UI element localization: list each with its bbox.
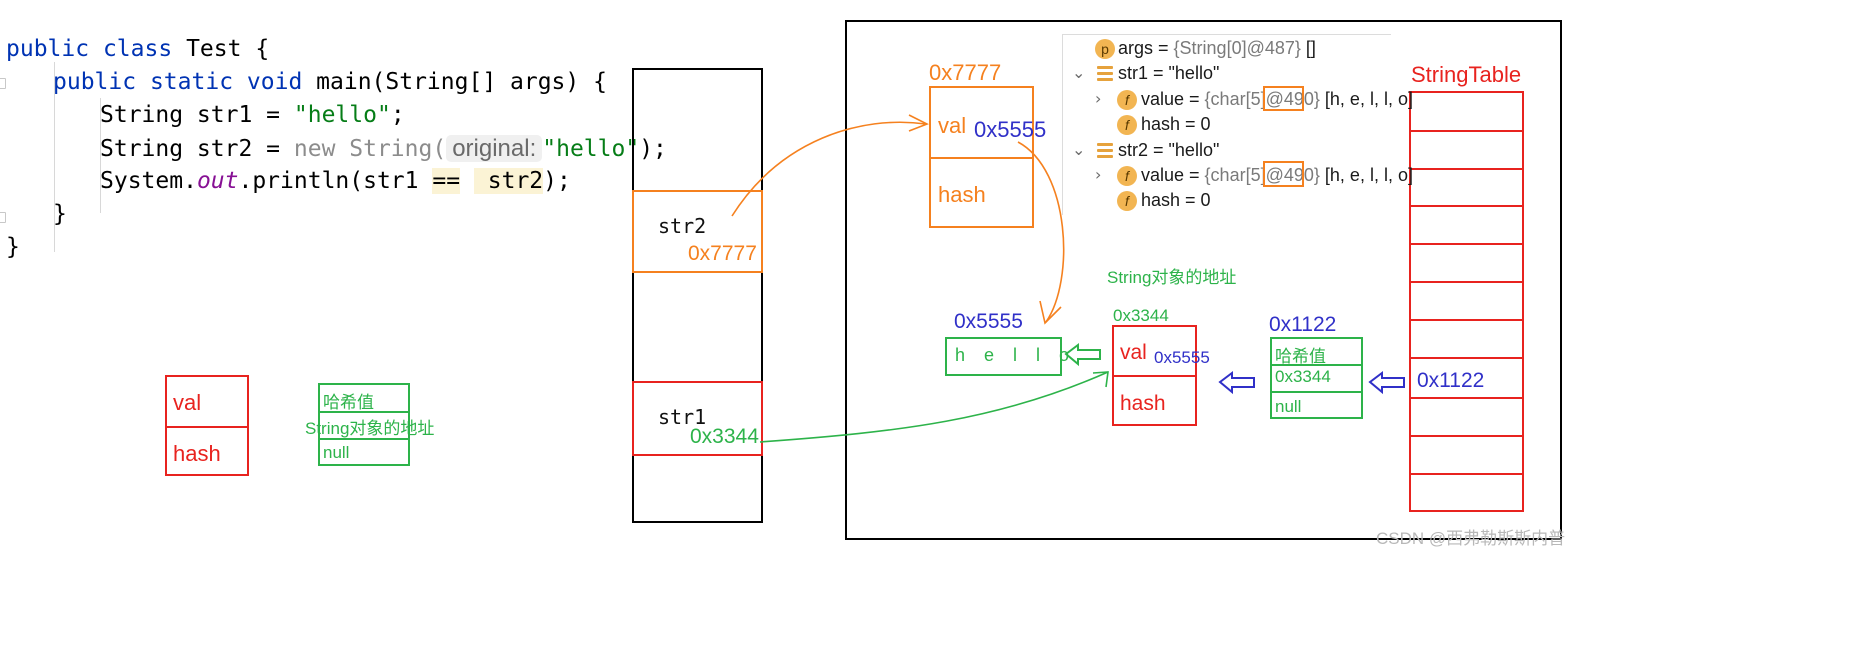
collapse-chevron-icon[interactable]: ⌄ xyxy=(1072,63,1086,82)
obj7777-hash-label: hash xyxy=(938,182,986,207)
obj7777-box xyxy=(929,86,1034,228)
char-array-addr: 0x5555 xyxy=(954,310,1023,333)
fold-marker-icon[interactable] xyxy=(0,78,6,89)
stack-slot-str2 xyxy=(632,190,763,273)
entry-addr: 0x1122 xyxy=(1269,313,1337,336)
parameter-icon: p xyxy=(1095,39,1115,59)
field-icon: f xyxy=(1117,90,1137,110)
collapse-chevron-icon[interactable]: ⌄ xyxy=(1072,140,1086,159)
stack-str2-addr: 0x7777 xyxy=(688,242,757,265)
arrow-val-to-array xyxy=(1017,141,1065,323)
entry-box xyxy=(1270,337,1363,419)
debug-row-str2-hash[interactable]: hash = 0 xyxy=(1141,190,1211,210)
parameter-hint: original: xyxy=(446,135,543,162)
field-icon: f xyxy=(1117,191,1137,211)
code-line-2: public static void main(String[] args) { xyxy=(53,69,607,95)
stack-str1-name: str1 xyxy=(658,405,707,429)
legend-string-addr-label: String对象的地址 xyxy=(305,419,435,438)
char-array-box xyxy=(945,337,1062,376)
legend-val-label: val xyxy=(173,390,202,415)
expand-chevron-icon[interactable]: › xyxy=(1095,165,1102,184)
obj7777-val-label: val xyxy=(938,113,967,138)
obj7777-addr: 0x7777 xyxy=(929,60,1002,85)
arrowhead-str2-to-obj7777 xyxy=(908,114,929,132)
stack-frame xyxy=(632,68,763,523)
legend-entry xyxy=(318,383,410,466)
legend-string-object xyxy=(165,375,249,476)
code-line-5: System.out.println(str1 == str2); xyxy=(100,168,571,194)
debug-row-str1-hash[interactable]: hash = 0 xyxy=(1141,114,1211,134)
indent-guide xyxy=(100,98,101,213)
highlight-id-490 xyxy=(1263,86,1304,111)
stack-str2-name: str2 xyxy=(658,214,707,238)
obj3344-addr: 0x3344 xyxy=(1113,306,1169,325)
debug-row-str2[interactable]: str2 = "hello" xyxy=(1118,140,1220,160)
arrow-str1-to-obj3344 xyxy=(759,371,1109,443)
heap-frame xyxy=(845,20,1562,540)
obj3344-val-ref: 0x5555 xyxy=(1154,348,1210,367)
string-table xyxy=(1409,91,1524,512)
code-line-6: } xyxy=(53,201,67,227)
entry-next-label: null xyxy=(1275,397,1302,416)
object-field-icon xyxy=(1097,66,1113,82)
stack-str1-addr: 0x3344 xyxy=(690,425,759,448)
field-icon: f xyxy=(1117,115,1137,135)
fold-marker-icon[interactable] xyxy=(0,212,6,223)
field-icon: f xyxy=(1117,166,1137,186)
hollow-arrow-to-array xyxy=(1064,343,1101,367)
arrowhead-str1-to-obj3344 xyxy=(1092,371,1109,388)
debug-row-str1-value[interactable]: value = {char[5]@490} [h, e, l, l, o] xyxy=(1141,89,1413,109)
string-table-title: StringTable xyxy=(1411,62,1522,87)
string-table-slot-ref: 0x1122 xyxy=(1417,369,1485,392)
hollow-arrow-to-obj3344 xyxy=(1218,371,1255,395)
obj7777-val-ref: 0x5555 xyxy=(974,117,1047,142)
highlight-operator: == xyxy=(432,168,461,194)
obj3344-val-label: val xyxy=(1120,341,1147,364)
code-line-4: String str2 = new String(original:"hello… xyxy=(100,135,667,162)
highlight-id-490 xyxy=(1263,161,1304,187)
debug-row-args[interactable]: args = {String[0]@487} [] xyxy=(1118,38,1316,58)
char-array-values: h e l l o xyxy=(955,345,1077,365)
debug-row-str1[interactable]: str1 = "hello" xyxy=(1118,63,1220,83)
highlight-str2: str2 xyxy=(473,168,544,194)
watermark: CSDN @西弗勒斯斯内普 xyxy=(1376,529,1566,548)
code-line-7: } xyxy=(6,234,20,260)
entry-hash-label: 哈希值 xyxy=(1275,347,1326,366)
debug-row-str2-value[interactable]: value = {char[5]@490} [h, e, l, l, o] xyxy=(1141,165,1413,185)
legend-hash-value-label: 哈希值 xyxy=(323,393,374,412)
expand-chevron-icon[interactable]: › xyxy=(1095,89,1102,108)
string-addr-note: String对象的地址 xyxy=(1107,268,1237,287)
indent-guide xyxy=(54,62,55,252)
entry-ref-label: 0x3344 xyxy=(1275,367,1331,386)
code-line-1: public class Test { xyxy=(6,36,270,62)
hollow-arrow-to-entry xyxy=(1368,371,1405,395)
debugger-variables-panel xyxy=(1062,34,1391,215)
obj3344-hash-label: hash xyxy=(1120,392,1166,415)
arrowhead-val-to-array xyxy=(1039,300,1062,325)
object-field-icon xyxy=(1097,143,1113,159)
legend-hash-label: hash xyxy=(173,441,221,466)
stack-slot-str1 xyxy=(632,381,763,456)
code-line-3: String str1 = "hello"; xyxy=(100,102,405,128)
legend-null-label: null xyxy=(323,443,350,462)
obj3344-box xyxy=(1112,325,1197,426)
arrow-str2-to-obj7777 xyxy=(731,121,927,217)
